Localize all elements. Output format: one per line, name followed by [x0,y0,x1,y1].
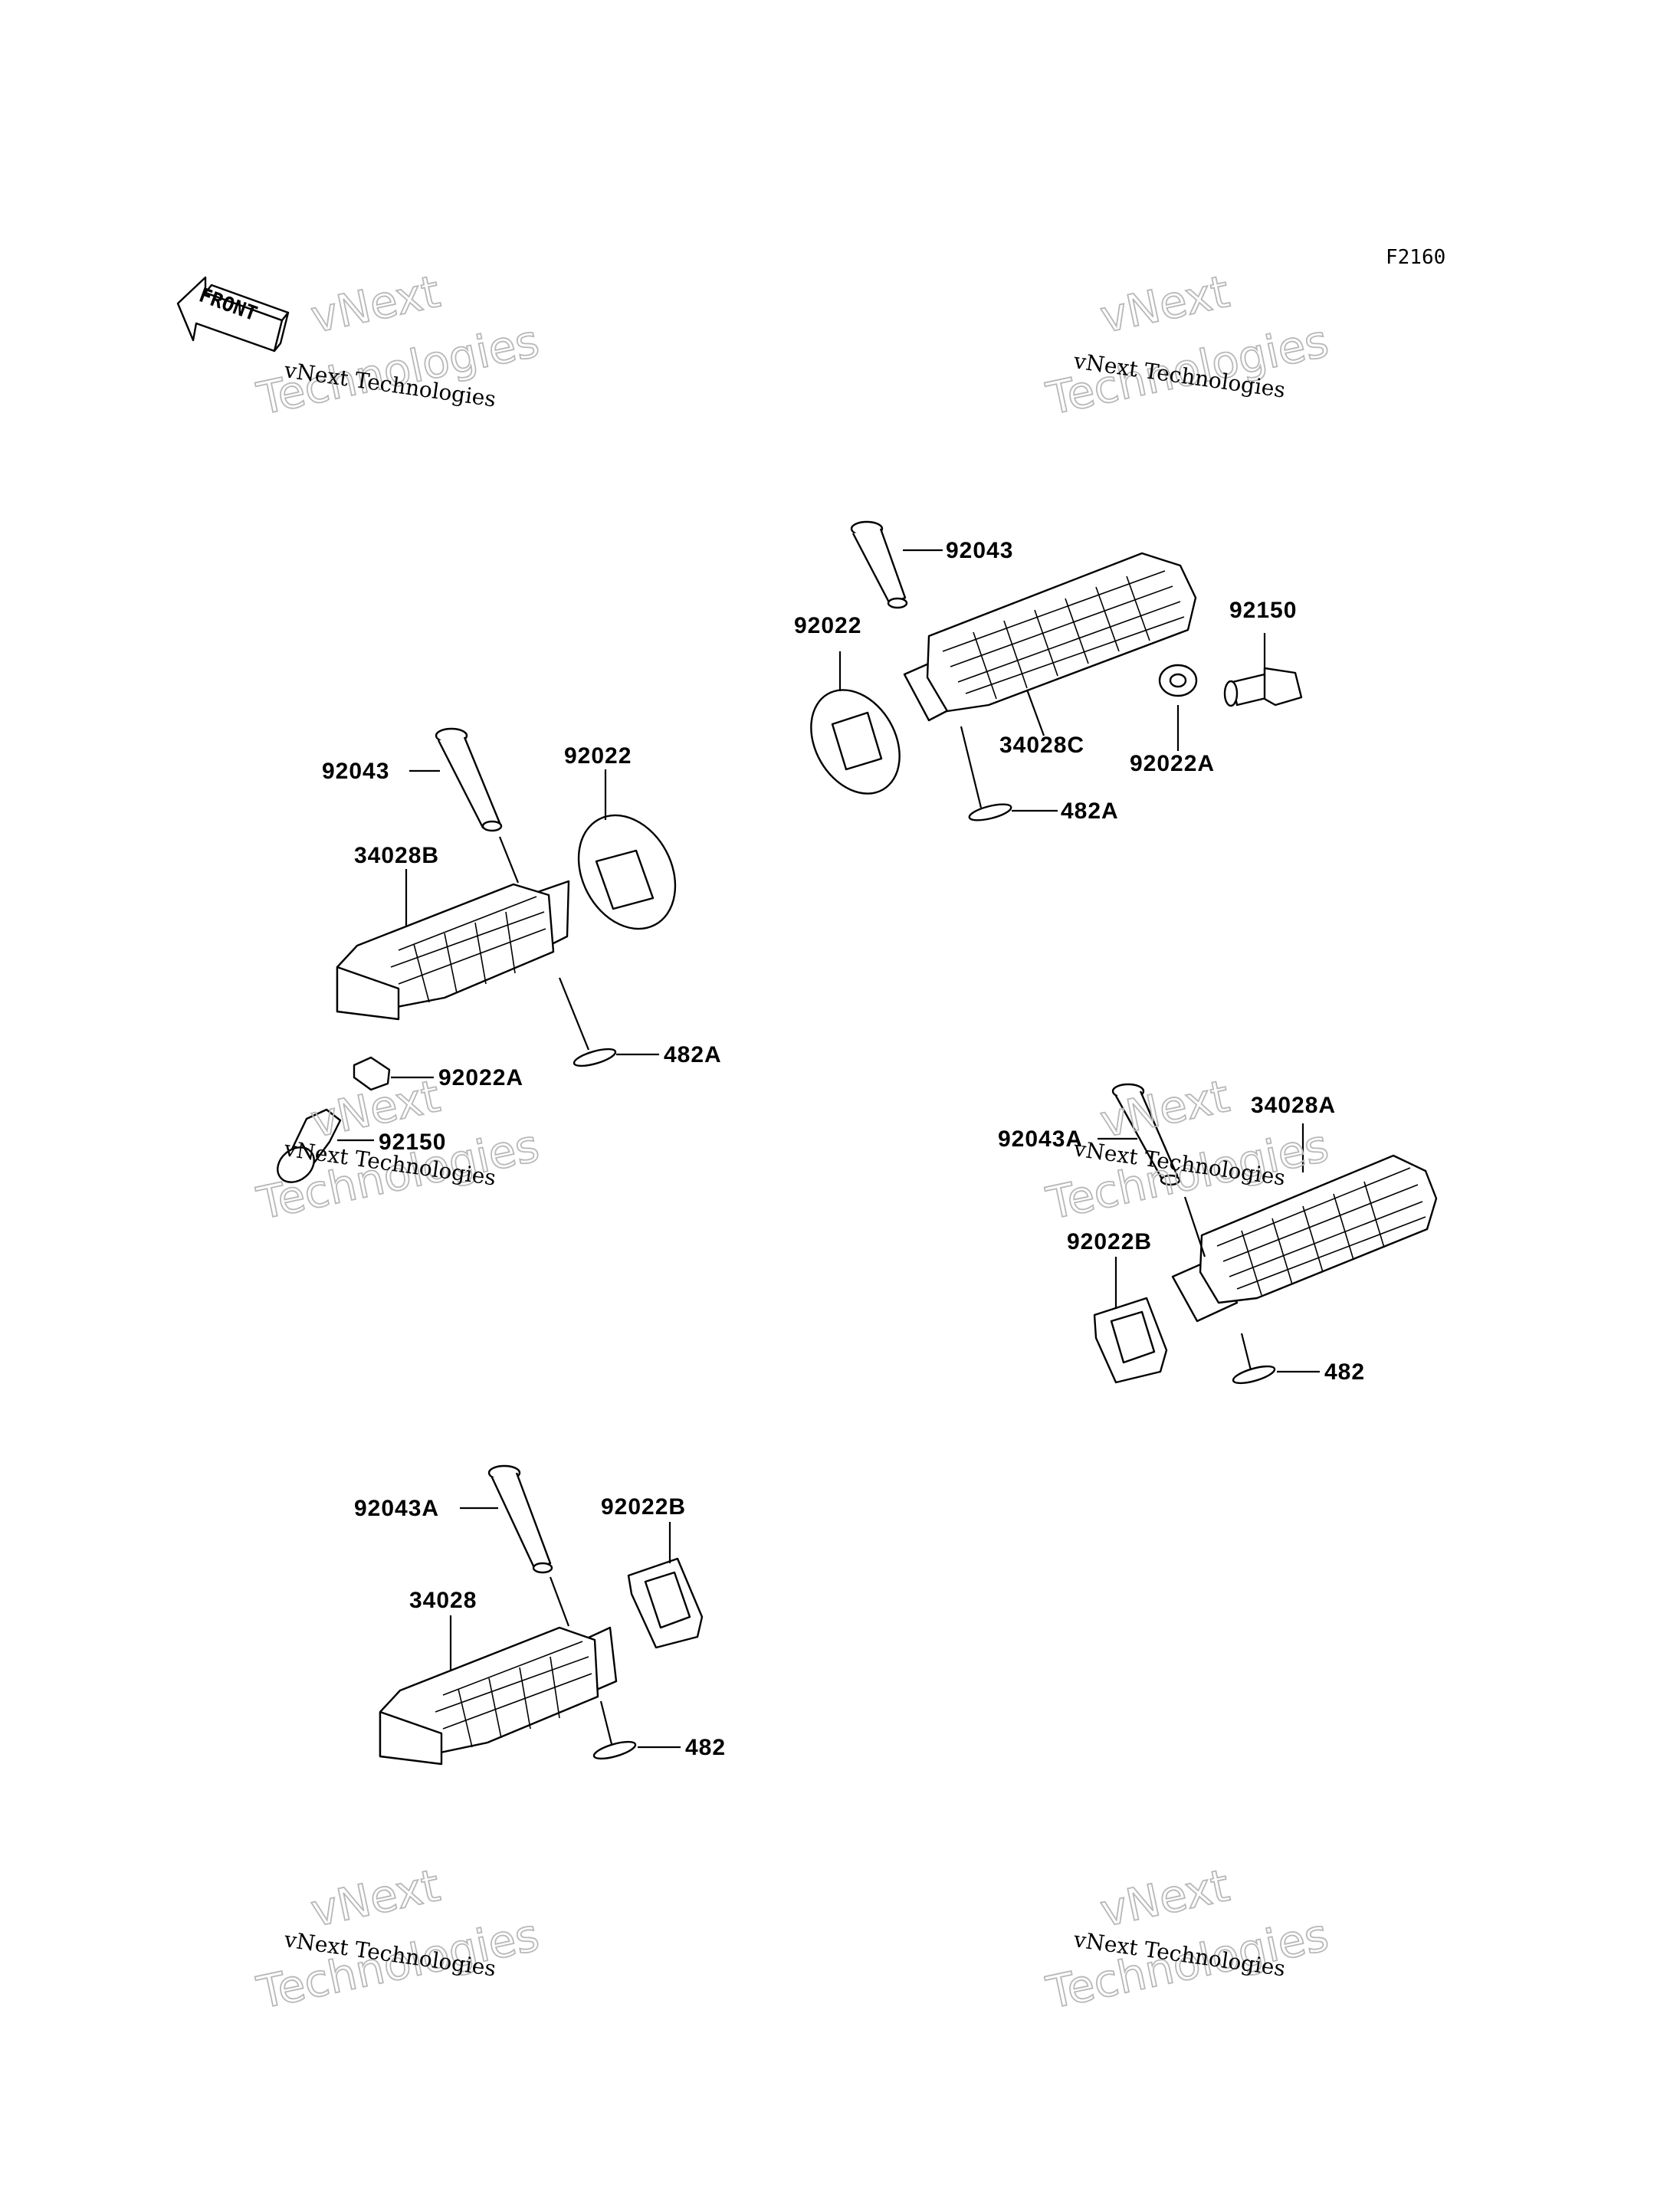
label-482-rr: 482 [1324,1359,1365,1385]
bolt-92150-rf [1223,667,1303,707]
svg-text:vNext: vNext [1096,1859,1234,1937]
pin-92043-rf [850,520,908,609]
watermark-1: vNext Technologies [252,264,544,425]
label-92043A-rr: 92043A [998,1126,1083,1152]
svg-text:vNext: vNext [307,1859,445,1937]
label-92022A-rf: 92022A [1130,751,1215,776]
rubber-washer-92022A-rf [1158,664,1198,697]
label-34028: 34028 [409,1588,477,1613]
cotter-482A-rf [968,803,1012,821]
svg-text:vNext: vNext [307,265,445,343]
label-34028A: 34028A [1251,1093,1336,1118]
label-482-lr: 482 [685,1735,726,1760]
label-92043A-lr: 92043A [354,1496,439,1521]
label-482A-lf: 482A [664,1042,722,1067]
pin-92043A-rr [1111,1083,1181,1186]
peg-34028B [336,880,570,1021]
watermark-6: vNext Technologies [1042,1858,1334,2019]
label-34028B: 34028B [354,843,439,868]
svg-text:vNext: vNext [1096,1070,1234,1148]
label-482A-rf: 482A [1061,798,1119,824]
pin-92043-lf [435,727,503,832]
watermark-5: vNext Technologies [252,1858,544,2019]
washer-92022-lf [577,814,677,930]
washer-92022-rf [810,689,901,795]
svg-text:vNext: vNext [1096,265,1234,343]
label-92043-rf: 92043 [946,538,1013,563]
assembly-right-rear: 92043A 34028A 92022B 482 [998,1083,1438,1385]
washer-92022B-lr [627,1557,704,1649]
label-92022B-lr: 92022B [601,1494,686,1520]
peg-34028C [903,552,1197,722]
assembly-left-front: 92043 92022 34028B 482A 92022A 92150 [277,727,722,1183]
assembly-right-front: 92043 92022 34028C 92150 92022A 482A [794,520,1303,824]
label-92022-rf: 92022 [794,613,861,638]
pin-92043A-lr [487,1464,553,1574]
cotter-482A-lf [573,1048,617,1067]
label-92043-lf: 92043 [322,759,389,784]
label-92022A-lf: 92022A [438,1065,523,1090]
watermark-2: vNext Technologies [1042,264,1334,425]
diagram-code: F2160 [1386,246,1445,269]
assembly-left-rear: 92043A 92022B 34028 482 [354,1464,726,1766]
rubber-washer-92022A-lf [353,1056,391,1091]
bolt-92150-lf [277,1108,342,1183]
peg-34028A [1171,1154,1438,1323]
label-92150-lf: 92150 [379,1130,446,1155]
cotter-482-rr [1232,1365,1276,1385]
label-92022-lf: 92022 [564,743,632,769]
label-92022B-rr: 92022B [1067,1229,1152,1254]
cotter-482-lr [592,1740,637,1760]
washer-92022B-rr [1093,1297,1168,1384]
peg-34028 [379,1626,618,1766]
label-34028C: 34028C [999,733,1084,758]
label-92150-rf: 92150 [1229,598,1297,623]
front-arrow-icon: FRONT [176,276,290,353]
